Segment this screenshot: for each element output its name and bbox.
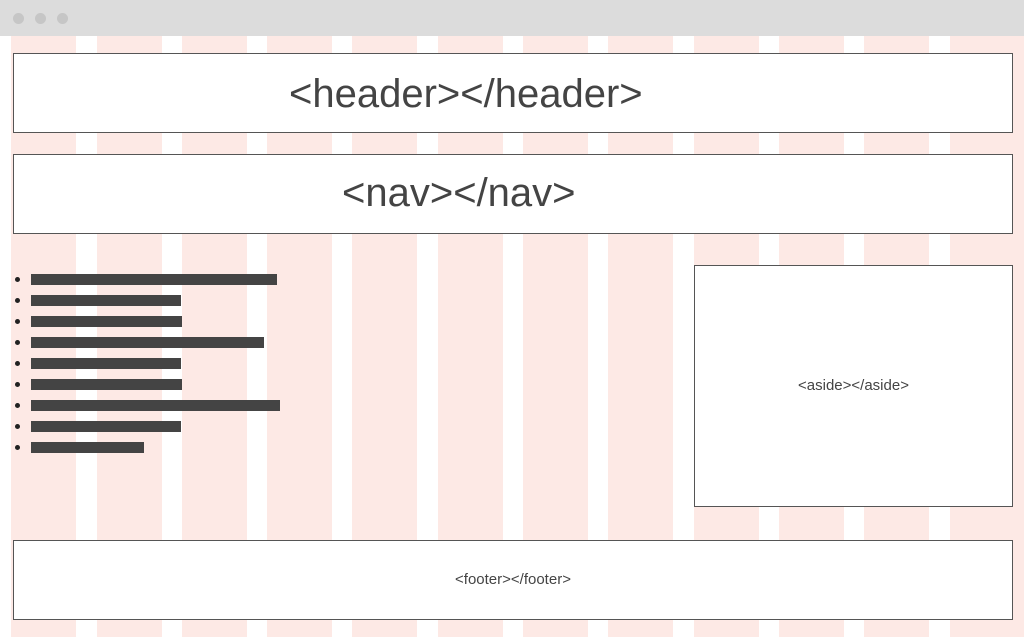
header-region: <header></header> [13,53,1013,133]
footer-label: <footer></footer> [455,571,571,588]
grid-column [11,36,76,637]
grid-column [608,36,673,637]
bullet-icon [15,361,20,366]
grid-column [182,36,247,637]
placeholder-text-bar [31,358,181,369]
bullet-icon [15,340,20,345]
minimize-window-dot[interactable] [35,13,46,24]
footer-region: <footer></footer> [13,540,1013,620]
grid-column [97,36,162,637]
nav-region: <nav></nav> [13,154,1013,234]
grid-column [438,36,503,637]
placeholder-text-bar [31,400,280,411]
close-window-dot[interactable] [13,13,24,24]
placeholder-text-bar [31,421,181,432]
placeholder-text-bar [31,295,181,306]
placeholder-text-bar [31,379,182,390]
placeholder-text-bar [31,442,144,453]
bullet-icon [15,424,20,429]
placeholder-text-bar [31,337,264,348]
bullet-icon [15,277,20,282]
aside-label: <aside></aside> [798,377,909,394]
grid-column [523,36,588,637]
placeholder-text-bar [31,274,277,285]
placeholder-text-bar [31,316,182,327]
window-titlebar [0,0,1024,36]
bullet-icon [15,403,20,408]
maximize-window-dot[interactable] [57,13,68,24]
bullet-icon [15,298,20,303]
grid-column [267,36,332,637]
bullet-icon [15,382,20,387]
bullet-icon [15,319,20,324]
nav-label: <nav></nav> [342,171,576,215]
grid-column [352,36,417,637]
aside-region: <aside></aside> [694,265,1013,507]
header-label: <header></header> [289,72,643,116]
bullet-icon [15,445,20,450]
